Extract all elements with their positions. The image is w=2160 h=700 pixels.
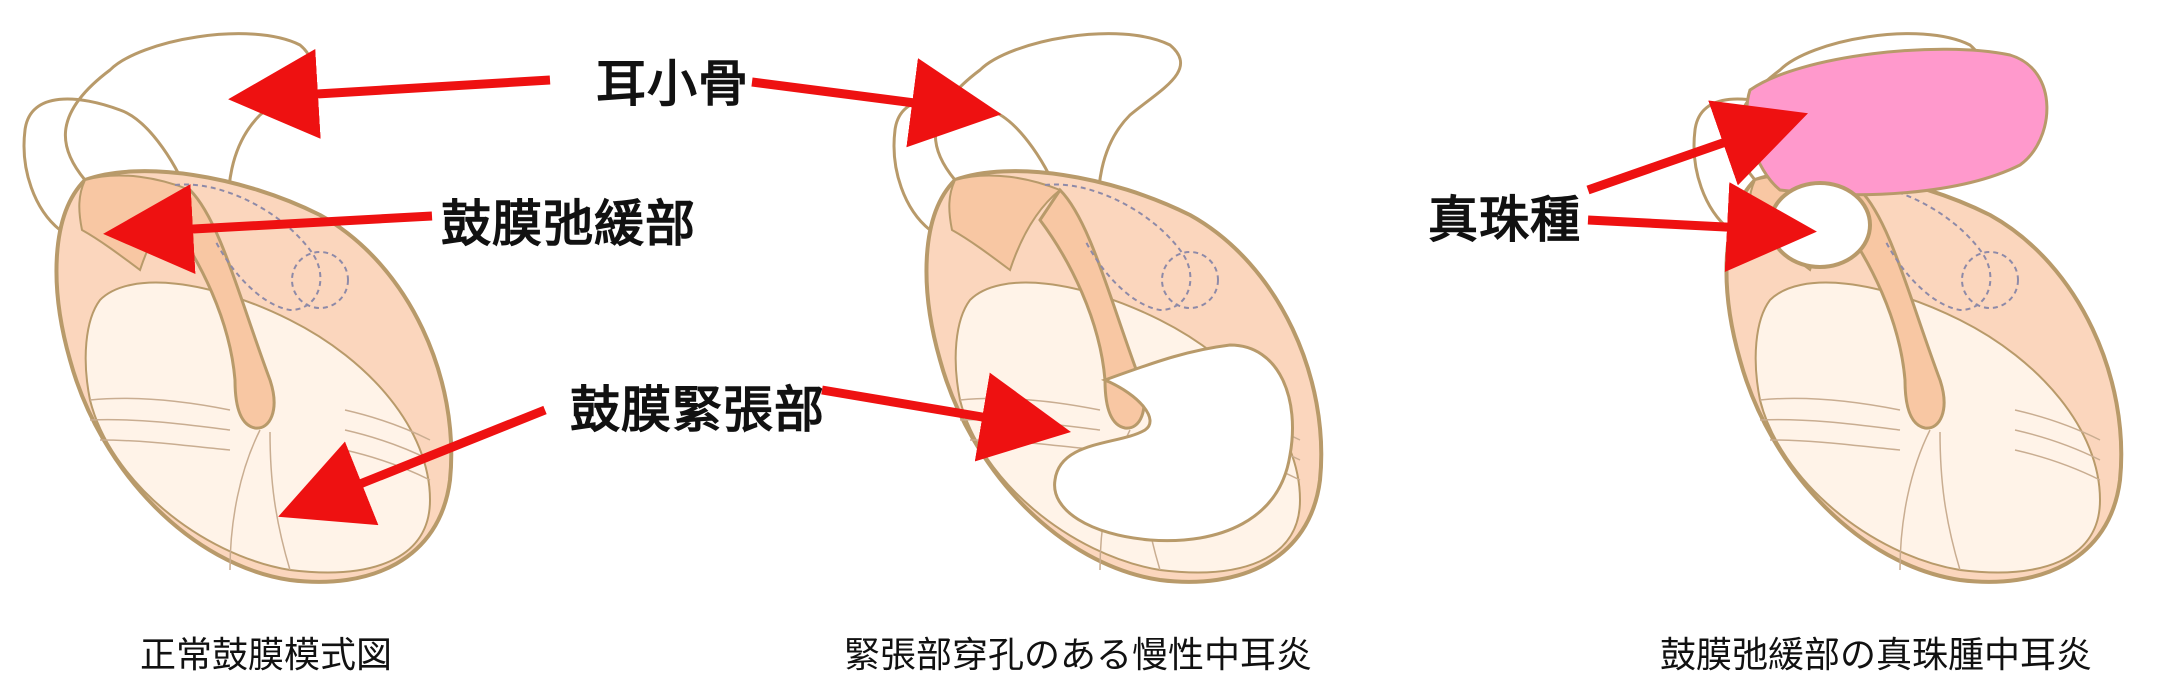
- retraction-pocket: [1768, 181, 1872, 269]
- caption-cholesteatoma: 鼓膜弛緩部の真珠腫中耳炎: [1660, 635, 2093, 676]
- arrow-pars-tensa-left: [278, 405, 547, 526]
- arrow-pars-flaccida: [103, 184, 433, 274]
- pointer-arrows: [103, 49, 1817, 526]
- arrow-ossicle-left: [228, 49, 551, 139]
- label-cholesteatoma: 真珠種: [1428, 191, 1581, 249]
- label-pars-tensa: 鼓膜緊張部: [570, 381, 825, 439]
- cholesteatoma-eardrum-diagram: [1692, 32, 2124, 584]
- normal-eardrum-diagram: [22, 32, 454, 584]
- cholesteatoma-mass: [1745, 47, 2049, 197]
- label-ossicles: 耳小骨: [596, 55, 749, 113]
- caption-perforation: 緊張部穿孔のある慢性中耳炎: [844, 635, 1313, 676]
- arrow-cholesteatoma-upper: [1586, 100, 1808, 195]
- caption-normal: 正常鼓膜模式図: [140, 635, 393, 676]
- arrow-pars-tensa-right: [821, 372, 1071, 462]
- perforation-eardrum-diagram: [892, 32, 1324, 584]
- perforation-hole: [1053, 343, 1294, 543]
- arrow-ossicle-right: [751, 58, 1002, 148]
- label-pars-flaccida: 鼓膜弛緩部: [441, 195, 696, 253]
- arrow-cholesteatoma-lower: [1587, 182, 1817, 273]
